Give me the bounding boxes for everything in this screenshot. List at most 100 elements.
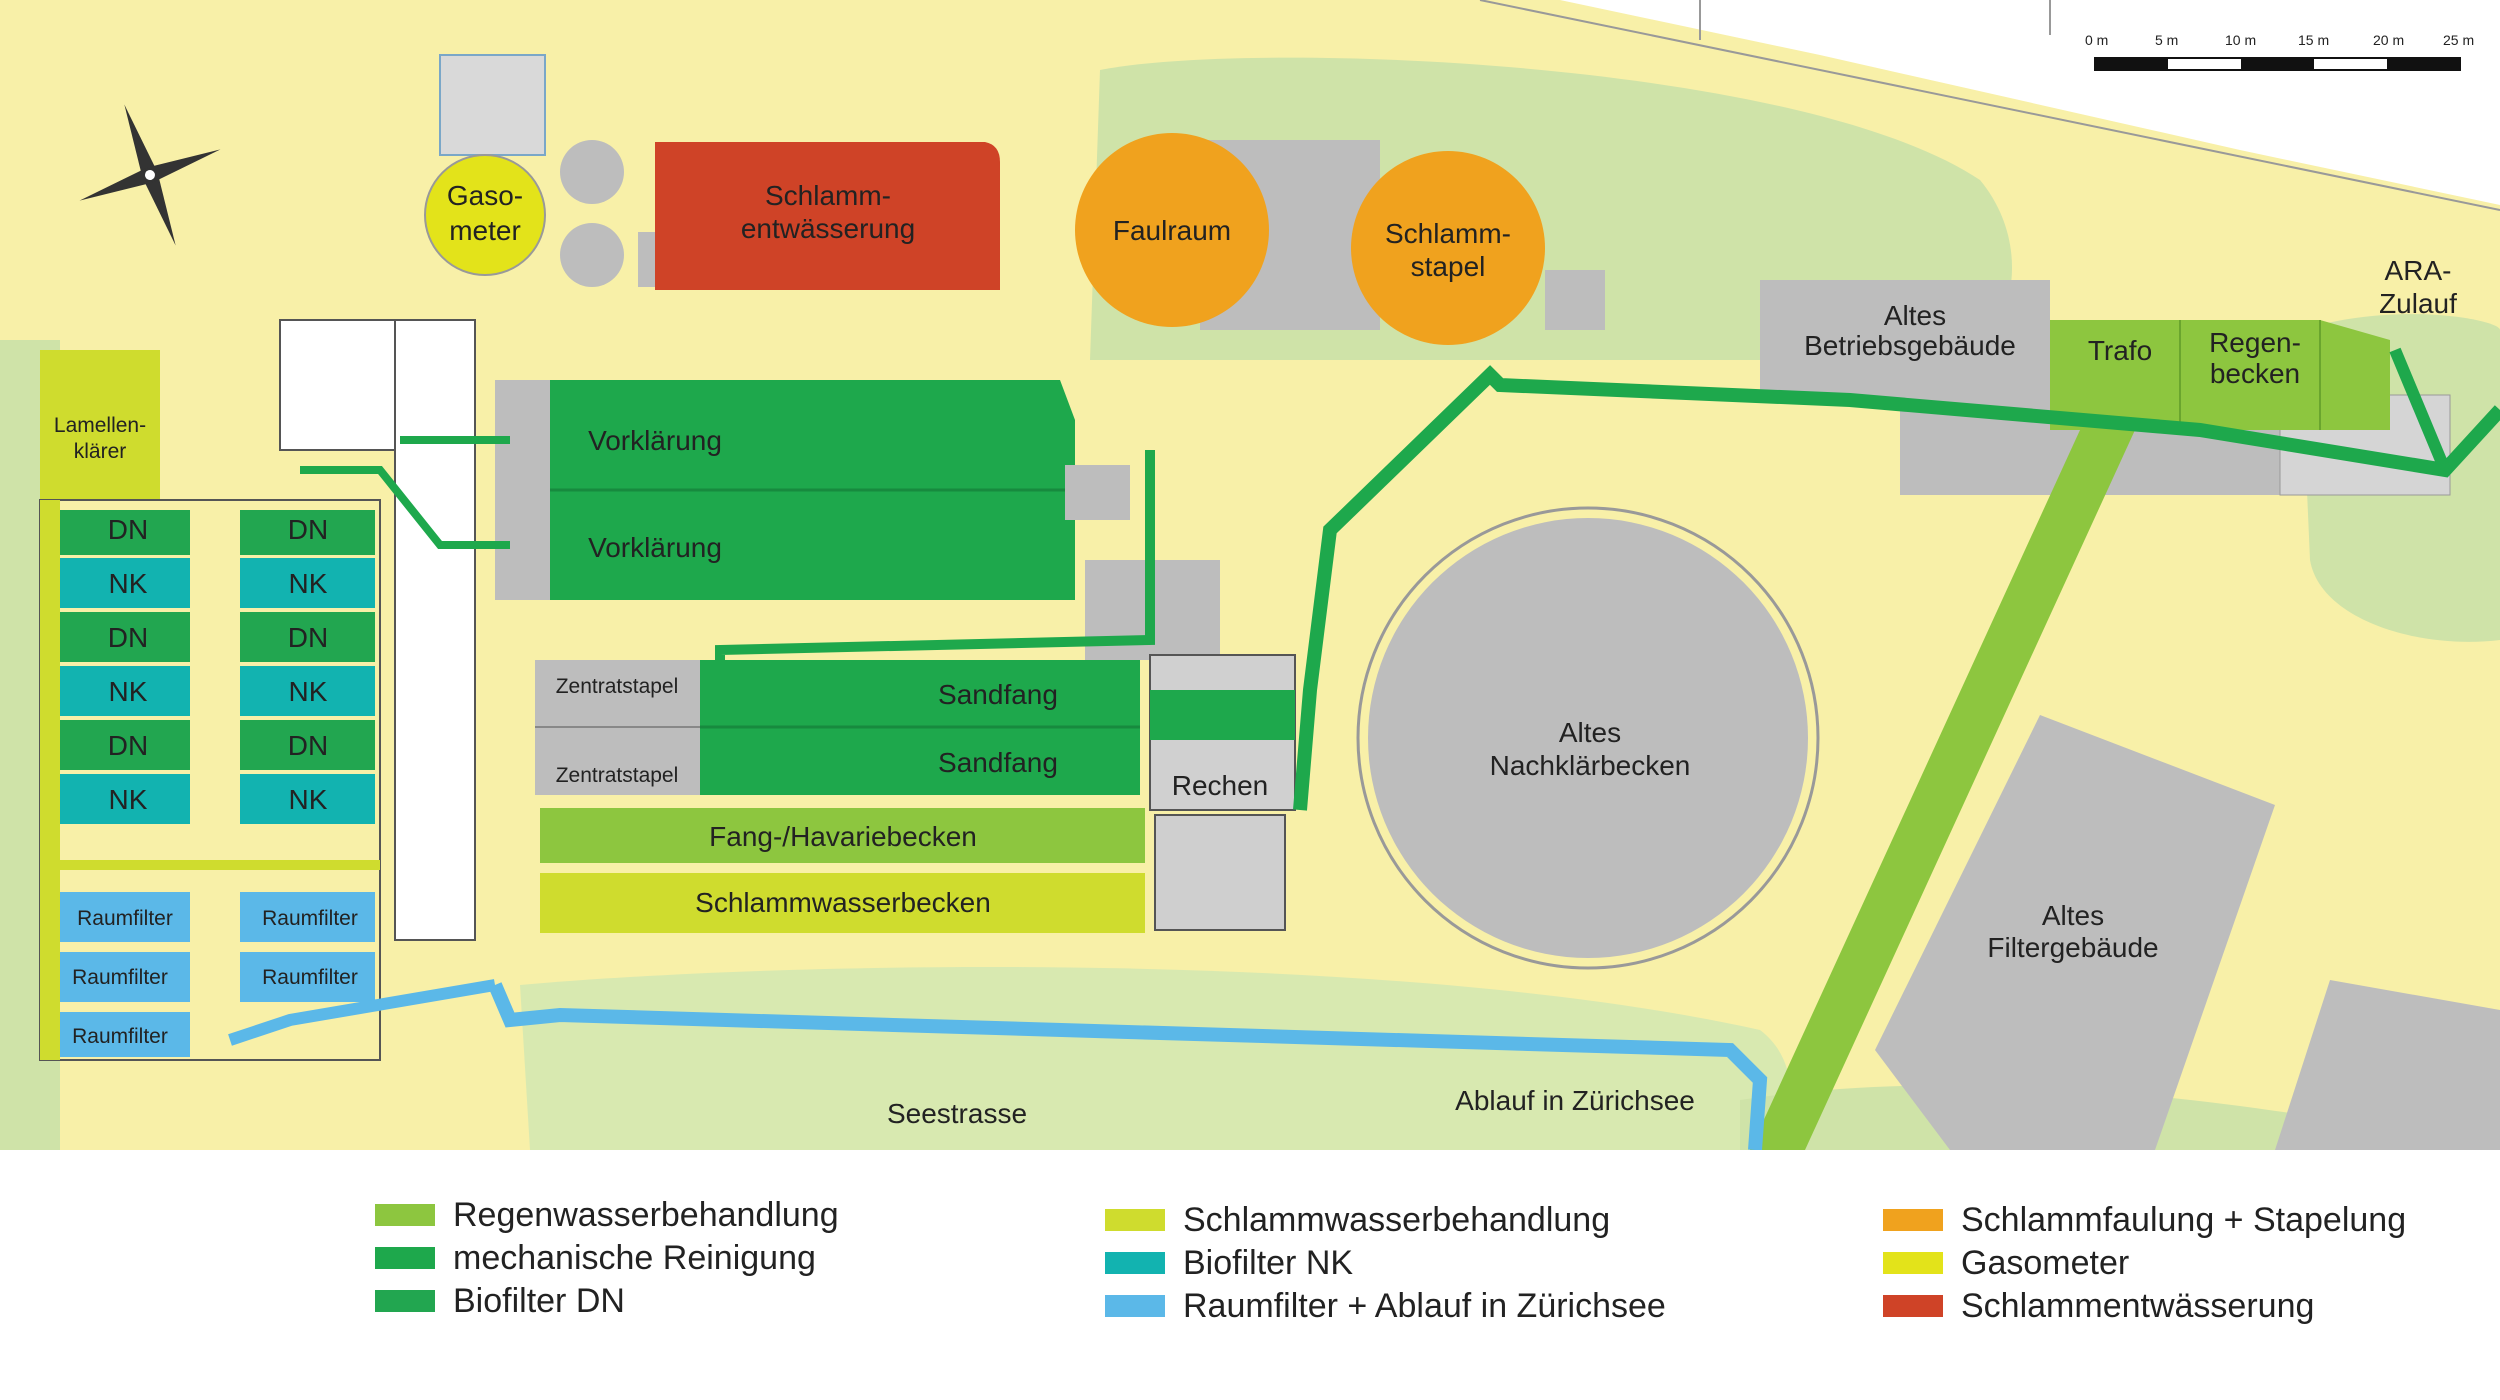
schlammwasserbecken-label: Schlammwasserbecken: [695, 887, 991, 918]
betriebsgebaeude-label: Betriebsgebäude: [1804, 330, 2016, 361]
legend-swatch: [375, 1247, 435, 1269]
faulraum-label: Faulraum: [1113, 215, 1231, 246]
machine-room: [1154, 814, 1286, 931]
altes-nachklaerbecken: [1368, 518, 1808, 958]
legend-swatch: [375, 1290, 435, 1312]
clarifier-inlet: [495, 380, 550, 600]
legend-item-gasometer: Gasometer: [1883, 1243, 2129, 1283]
raumfilter-cell: [60, 892, 190, 942]
nk-label: NK: [109, 568, 148, 599]
legend-item-biofilter-nk: Biofilter NK: [1105, 1243, 1353, 1283]
legend-label: Biofilter NK: [1183, 1243, 1354, 1282]
raumfilter-label: Raumfilter: [262, 907, 358, 930]
nk-label: NK: [289, 676, 328, 707]
ablauf-pipe: [488, 982, 1768, 1150]
old-building-small: [1545, 270, 1605, 330]
rechen-channel: [1150, 690, 1295, 740]
entwaesserung-label: Schlamm-: [765, 180, 891, 211]
legend-swatch: [1883, 1295, 1943, 1317]
gasometer-label: meter: [449, 215, 521, 246]
dn-label: DN: [288, 622, 328, 653]
zulauf-pipe: [2389, 347, 2451, 473]
betriebsgebaeude-label: Altes: [1884, 300, 1946, 331]
pump-house: [1065, 465, 1130, 520]
legend-item-schlammfaulung: Schlammfaulung + Stapelung: [1883, 1200, 2406, 1240]
dn-cell: [60, 510, 190, 555]
dn-label: DN: [108, 622, 148, 653]
main-inflow-pipe: [1293, 365, 2500, 811]
gasometer: [424, 154, 546, 276]
legend-label: Gasometer: [1961, 1243, 2130, 1282]
transfer-pipe: [715, 450, 1155, 690]
legend-item-regenwasser: Regenwasserbehandlung: [375, 1195, 839, 1235]
scale-tick-label: 10 m: [2225, 32, 2256, 48]
scale-tick-label: 15 m: [2298, 32, 2329, 48]
legend-item-schlammwasser: Schlammwasserbehandlung: [1105, 1200, 1610, 1240]
rainwater-channel: [1750, 430, 2135, 1150]
sandfang-label: Sandfang: [938, 679, 1058, 710]
service-building: [439, 54, 546, 156]
lamellenklaerer-header: [40, 350, 160, 400]
sludge-water-pipe: [60, 860, 380, 870]
rechen-label: Rechen: [1172, 770, 1269, 801]
scale-bar: 0 m 5 m 10 m 15 m 20 m 25 m: [2085, 32, 2474, 71]
altes-filtergebaeude: [1875, 715, 2275, 1150]
nk-cell: [240, 774, 375, 824]
legend-item-schlammentwaesserung: Schlammentwässerung: [1883, 1286, 2314, 1326]
lamellenklaerer: [40, 400, 160, 500]
legend: Regenwasserbehandlung mechanische Reinig…: [0, 1150, 2500, 1400]
legend-swatch: [375, 1204, 435, 1226]
gray-tank: [560, 223, 624, 287]
utility-rooms: [394, 319, 476, 941]
nachklaerbecken-label: Altes: [1559, 717, 1621, 748]
dn-label: DN: [288, 514, 328, 545]
trafo-label: Trafo: [2088, 335, 2152, 366]
filtergebaeude-label: Filtergebäude: [1987, 932, 2158, 963]
old-building-southeast: [2275, 980, 2500, 1150]
dn-cell: [60, 720, 190, 770]
legend-swatch: [1883, 1252, 1943, 1274]
raumfilter-label: Raumfilter: [77, 907, 173, 930]
nk-cell: [60, 774, 190, 824]
nk-label: NK: [109, 784, 148, 815]
schlammstapel: [1351, 151, 1545, 345]
raumfilter-cell: [240, 892, 375, 942]
legend-label: Raumfilter + Ablauf in Zürichsee: [1183, 1286, 1666, 1325]
schlammstapel-label: stapel: [1411, 251, 1486, 282]
regenbecken-label: becken: [2210, 358, 2300, 389]
legend-item-mechanisch: mechanische Reinigung: [375, 1238, 816, 1278]
raumfilter-cell: [240, 952, 375, 1002]
dn-cell: [60, 612, 190, 662]
legend-swatch: [1105, 1209, 1165, 1231]
old-clarifier-ring: [1356, 506, 1820, 970]
dn-cell: [240, 510, 375, 555]
nk-cell: [60, 666, 190, 716]
nk-cell: [240, 666, 375, 716]
trafo-regenbecken: [2050, 320, 2390, 430]
north-arrow-icon: [79, 104, 221, 246]
dn-cell: [240, 720, 375, 770]
dn-label: DN: [108, 514, 148, 545]
regenbecken-label: Regen-: [2209, 327, 2301, 358]
schlammstapel-label: Schlamm-: [1385, 218, 1511, 249]
biofilter-cells: [60, 510, 375, 1057]
seestrasse-label: Seestrasse: [887, 1098, 1027, 1129]
legend-label: Biofilter DN: [453, 1281, 625, 1320]
legend-label: Schlammentwässerung: [1961, 1286, 2315, 1325]
fang-havariebecken: [540, 808, 1145, 863]
zentratstapel-label: Zentratstapel: [556, 764, 679, 787]
legend-swatch: [1105, 1252, 1165, 1274]
nachklaerbecken-label: Nachklärbecken: [1490, 750, 1691, 781]
gray-tank: [560, 140, 624, 204]
raumfilter-cell: [60, 1012, 190, 1057]
scale-tick-label: 0 m: [2085, 32, 2108, 48]
lamellenklaerer-label: Lamellen-: [54, 414, 146, 437]
fang-havariebecken-label: Fang-/Havariebecken: [709, 821, 977, 852]
sandfang-label: Sandfang: [938, 747, 1058, 778]
dn-label: DN: [108, 730, 148, 761]
faulraum: [1075, 133, 1269, 327]
scale-tick-label: 20 m: [2373, 32, 2404, 48]
vorklaerung-label: Vorklärung: [588, 425, 722, 456]
legend-swatch: [1883, 1209, 1943, 1231]
legend-label: Schlammfaulung + Stapelung: [1961, 1200, 2407, 1239]
